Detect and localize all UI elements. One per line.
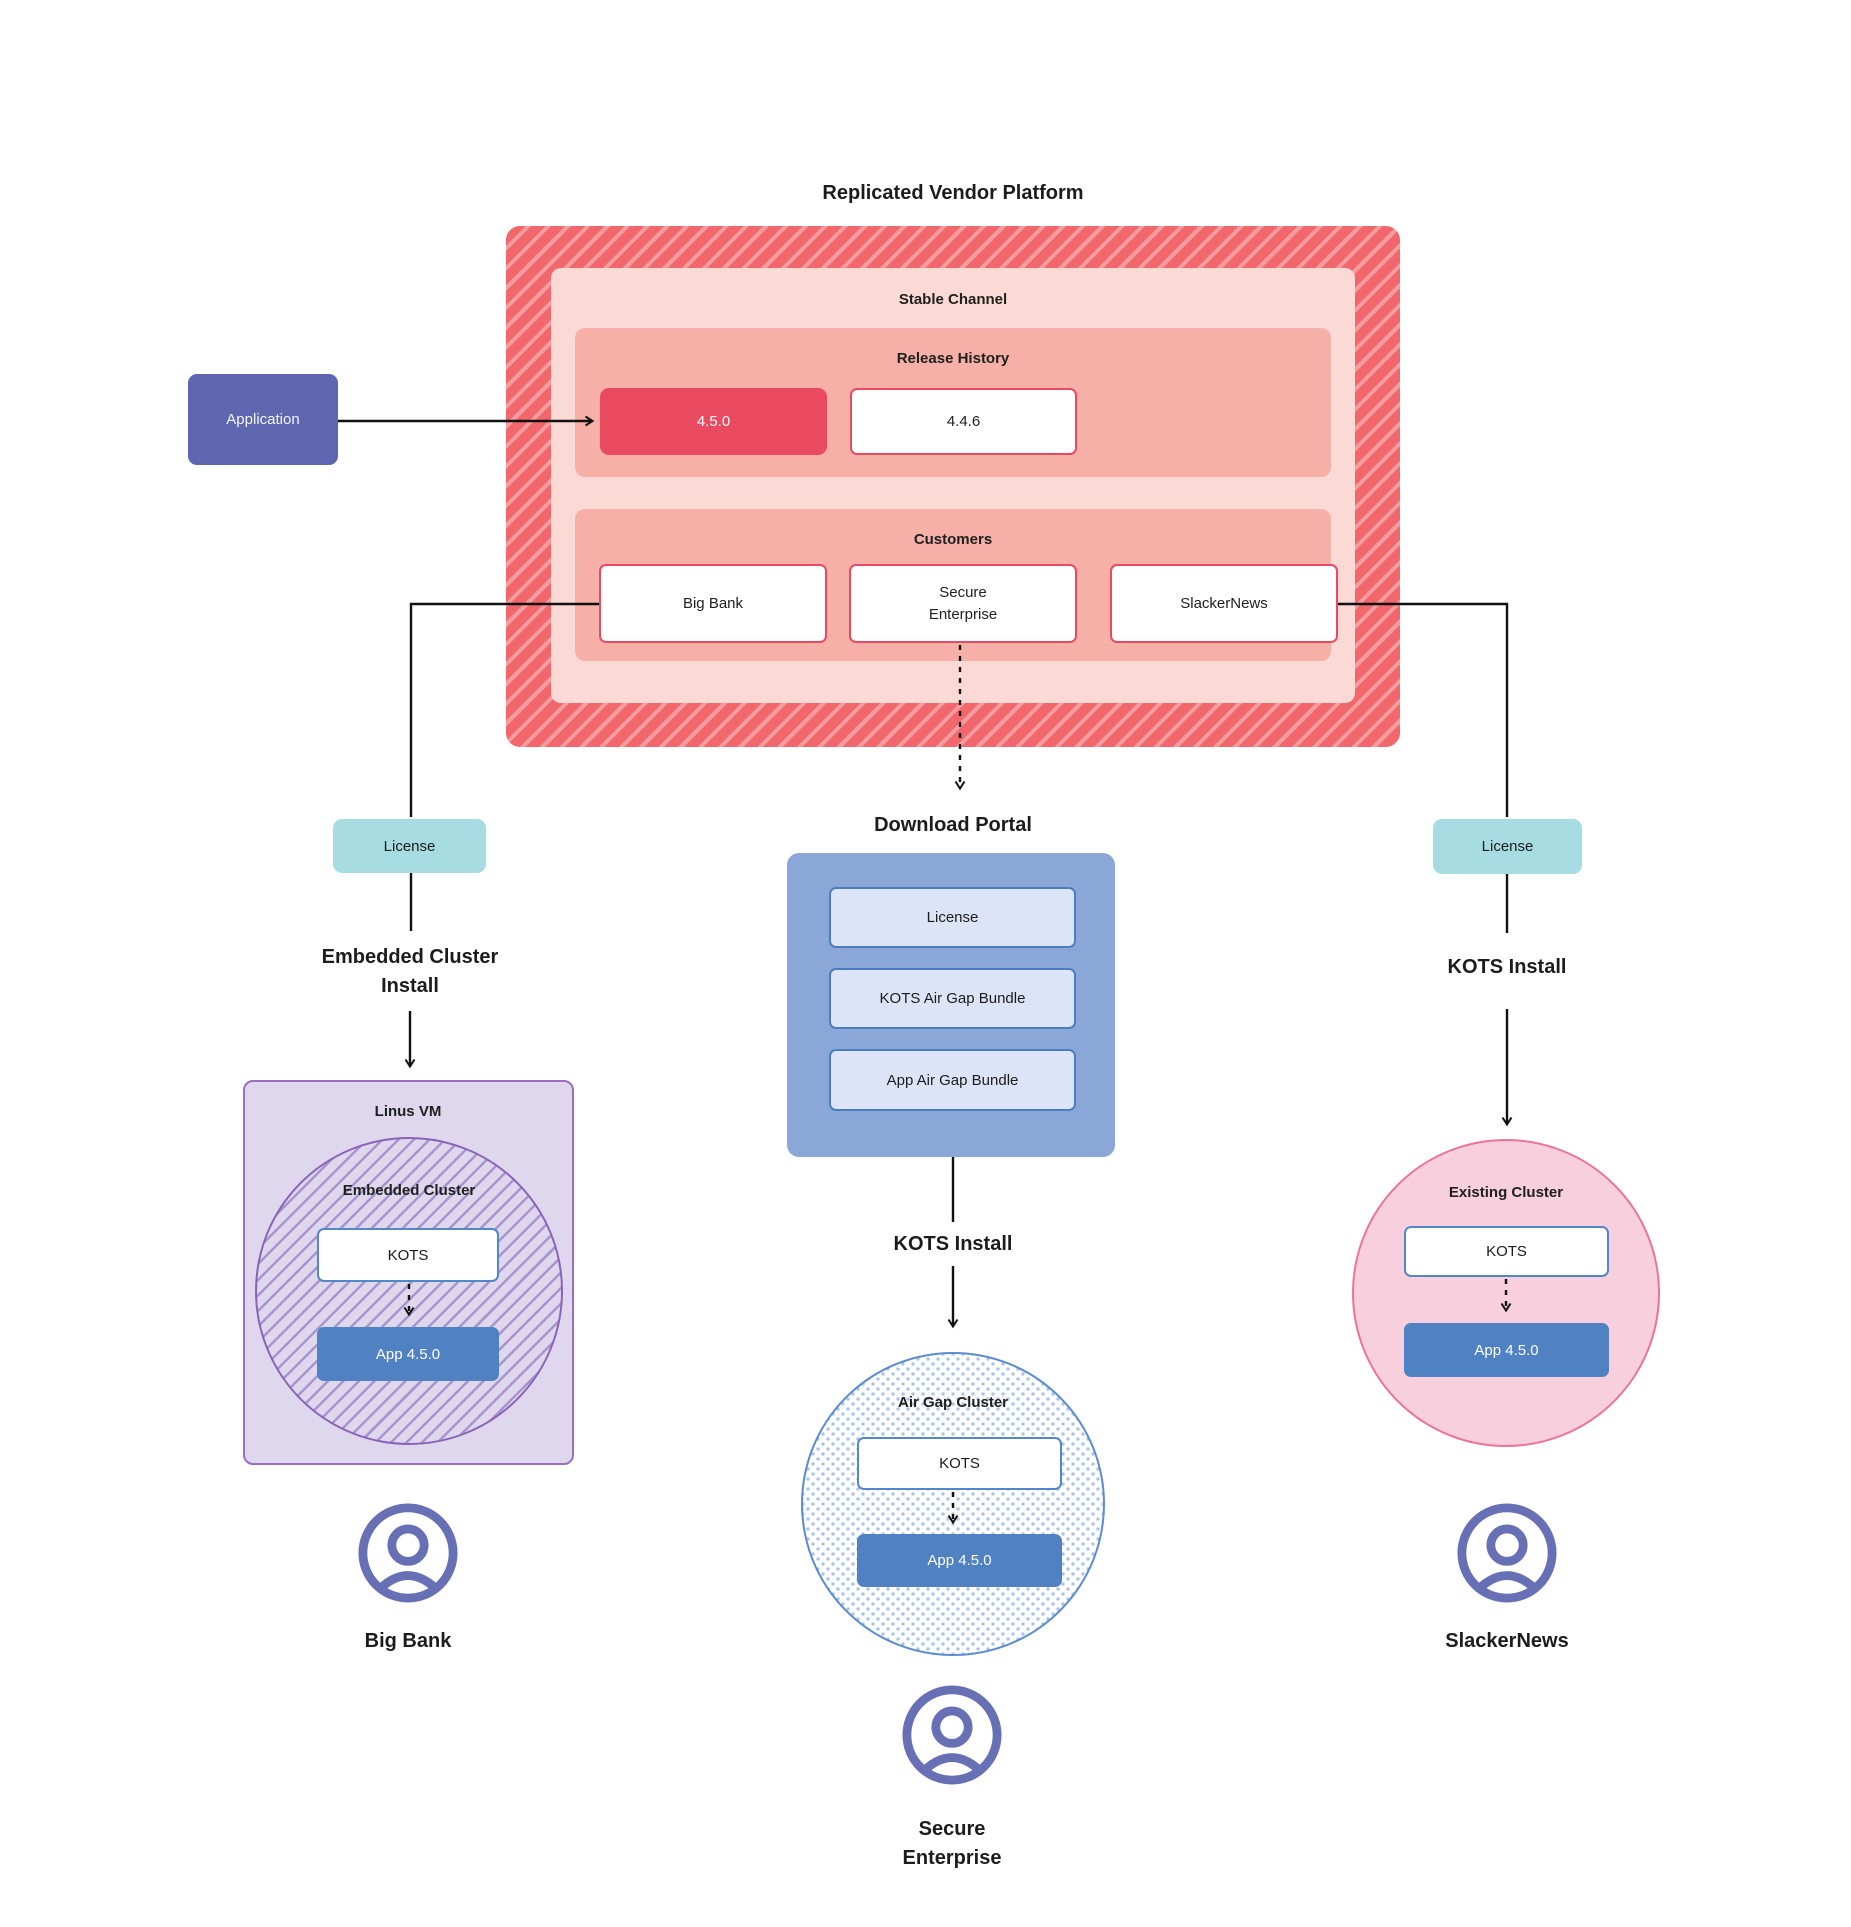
airgap-cluster-circle <box>801 1352 1105 1656</box>
customer-secure-enterprise-node: Secure Enterprise <box>849 564 1077 643</box>
existing-cluster-label: Existing Cluster <box>1448 1183 1564 1201</box>
release-history-label: Release History <box>896 349 1010 367</box>
slackernews-user-label: SlackerNews <box>1445 1629 1569 1652</box>
right-license-node: License <box>1433 819 1582 874</box>
embedded-cluster-label: Embedded Cluster <box>342 1181 476 1199</box>
customers-label: Customers <box>913 530 993 548</box>
center-kots-node: KOTS <box>857 1437 1062 1490</box>
customer-big-bank-node: Big Bank <box>599 564 827 643</box>
existing-cluster-circle <box>1352 1139 1660 1447</box>
big-bank-user-icon <box>358 1503 458 1603</box>
portal-license-node: License <box>829 887 1076 948</box>
customer-slackernews-node: SlackerNews <box>1110 564 1338 643</box>
right-install-label: KOTS Install <box>1447 955 1567 978</box>
airgap-cluster-label: Air Gap Cluster <box>897 1393 1009 1411</box>
secure-enterprise-user-icon <box>902 1685 1002 1785</box>
linus-vm-label: Linus VM <box>374 1102 442 1120</box>
diagram-title: Replicated Vendor Platform <box>822 181 1084 204</box>
portal-kots-bundle-node: KOTS Air Gap Bundle <box>829 968 1076 1029</box>
right-kots-node: KOTS <box>1404 1226 1609 1277</box>
left-install-label: Embedded Cluster Install <box>321 946 499 997</box>
application-node: Application <box>188 374 338 465</box>
release-450-node: 4.5.0 <box>600 388 827 455</box>
secure-enterprise-user-label: Secure Enterprise <box>902 1818 1002 1869</box>
portal-app-bundle-node: App Air Gap Bundle <box>829 1049 1076 1111</box>
big-bank-user-label: Big Bank <box>364 1629 452 1652</box>
left-kots-node: KOTS <box>317 1228 499 1282</box>
stable-channel-label: Stable Channel <box>898 290 1008 308</box>
release-446-node: 4.4.6 <box>850 388 1077 455</box>
embedded-cluster-circle <box>255 1137 563 1445</box>
right-app-node: App 4.5.0 <box>1404 1323 1609 1377</box>
slackernews-user-icon <box>1457 1503 1557 1603</box>
center-app-node: App 4.5.0 <box>857 1534 1062 1587</box>
download-portal-label: Download Portal <box>874 813 1032 836</box>
left-license-node: License <box>333 819 486 873</box>
center-install-label: KOTS Install <box>893 1232 1013 1255</box>
left-app-node: App 4.5.0 <box>317 1327 499 1381</box>
